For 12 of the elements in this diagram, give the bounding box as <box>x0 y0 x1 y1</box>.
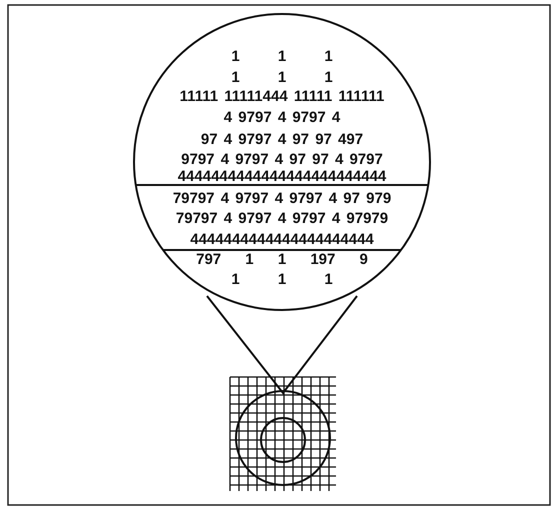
digit-row: 79797 4 9797 4 9797 4 97 979 <box>172 191 392 207</box>
digit-row: 11111 11111444 11111 111111 <box>180 89 384 105</box>
digit-row: 1 1 1 <box>231 70 333 86</box>
digit-row: 1 1 1 <box>231 49 333 65</box>
digit-row: 4444444444444444444444 <box>190 232 374 248</box>
digit-row: 9797 4 9797 4 97 97 4 9797 <box>181 152 383 168</box>
digit-row: 4444444444444444444444444 <box>178 169 386 185</box>
digit-row: 4 9797 4 9797 4 <box>224 110 340 126</box>
digit-row: 97 4 9797 4 97 97 497 <box>200 132 364 148</box>
digit-row: 1 1 1 <box>231 272 333 288</box>
digit-row: 797 1 1 197 9 <box>196 252 368 268</box>
digit-row: 79797 4 9797 4 9797 4 97979 <box>176 211 388 227</box>
